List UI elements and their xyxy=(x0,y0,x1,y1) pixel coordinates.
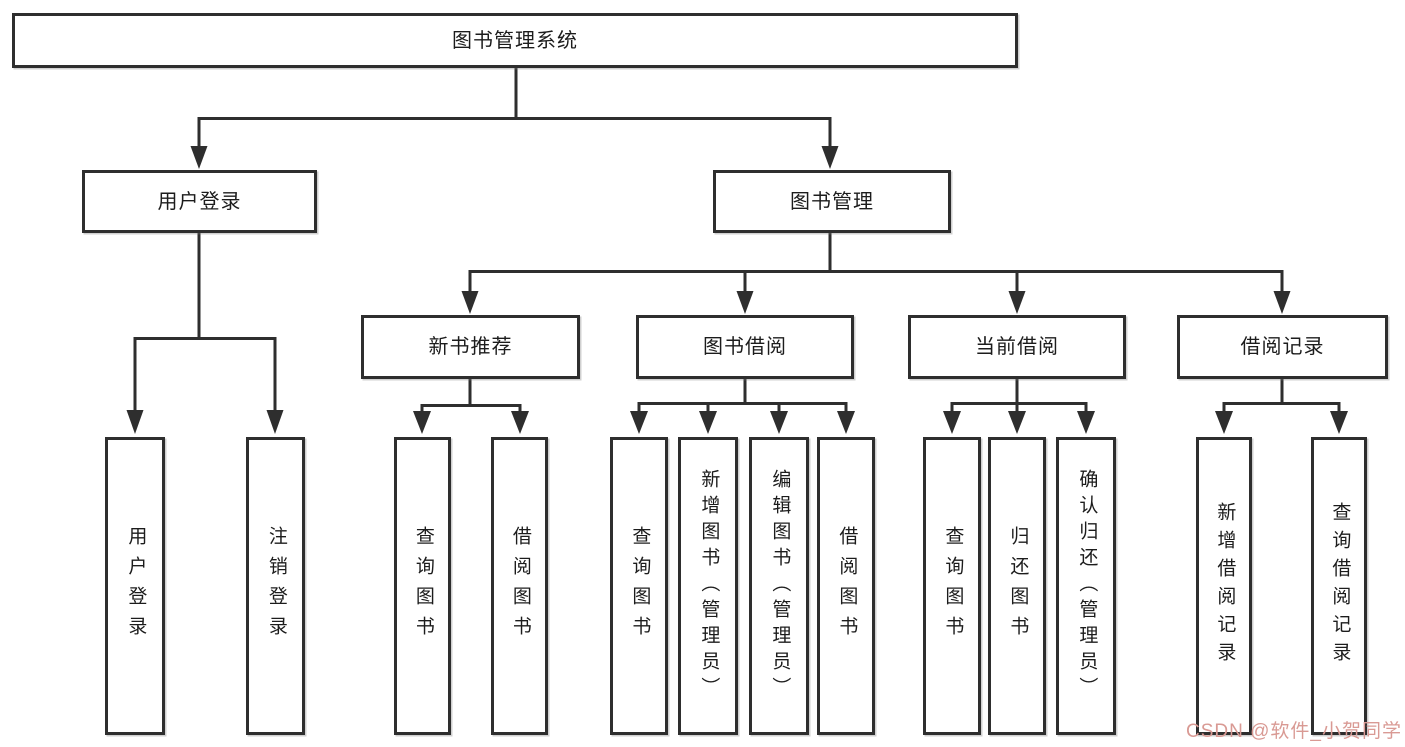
leaf-borrow-books-recommend: 借阅图书 xyxy=(491,437,548,735)
node-book-borrow: 图书借阅 xyxy=(636,315,854,379)
leaf-return-book: 归还图书 xyxy=(988,437,1046,735)
leaf-query-books-current: 查询图书 xyxy=(923,437,981,735)
leaf-borrow-books: 借阅图书 xyxy=(817,437,875,735)
leaf-query-borrow-record: 查询借阅记录 xyxy=(1311,437,1367,735)
node-borrow-records: 借阅记录 xyxy=(1177,315,1388,379)
leaf-confirm-return-admin: 确认归还（管理员） xyxy=(1056,437,1116,735)
leaf-user-login: 用户登录 xyxy=(105,437,165,735)
leaf-query-books-borrow: 查询图书 xyxy=(610,437,668,735)
leaf-edit-book-admin: 编辑图书（管理员） xyxy=(749,437,809,735)
leaf-query-books-recommend: 查询图书 xyxy=(394,437,451,735)
node-user-login: 用户登录 xyxy=(82,170,317,233)
node-current-borrow: 当前借阅 xyxy=(908,315,1126,379)
leaf-add-book-admin: 新增图书（管理员） xyxy=(678,437,738,735)
node-new-book-recommend: 新书推荐 xyxy=(361,315,580,379)
node-library-management-system: 图书管理系统 xyxy=(12,13,1018,68)
csdn-watermark: CSDN @软件_小贺同学 xyxy=(1186,721,1402,742)
leaf-add-borrow-record: 新增借阅记录 xyxy=(1196,437,1252,735)
leaf-logout: 注销登录 xyxy=(246,437,305,735)
node-book-management: 图书管理 xyxy=(713,170,951,233)
